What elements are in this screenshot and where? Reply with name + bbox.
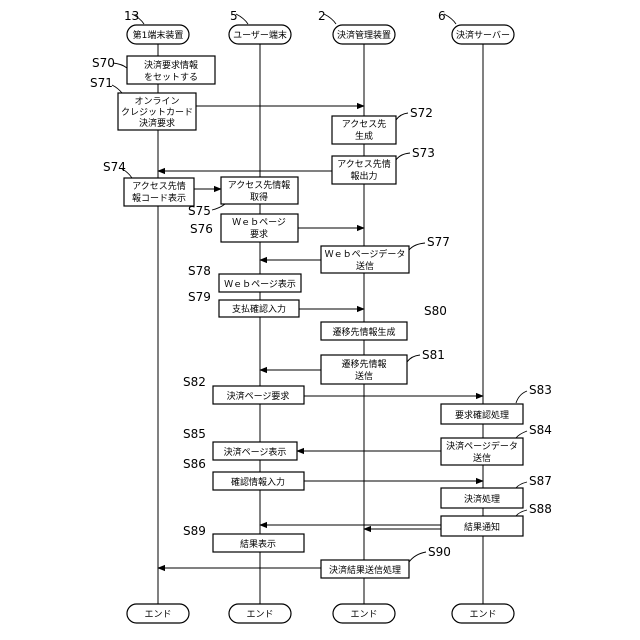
step-s75: アクセス先情報 取得 S75 (188, 177, 298, 218)
actor-label: ユーザー端末 (233, 29, 287, 41)
step-label: S70 (92, 56, 115, 70)
step-s81: 遷移先情報 送信 S81 (321, 348, 445, 384)
step-line: Ｗｅｂページデータ (325, 248, 406, 260)
step-label: S76 (190, 222, 213, 236)
step-line: 決済ページ表示 (224, 446, 287, 458)
step-line: Ｗｅｂページ表示 (224, 278, 296, 290)
step-line: 送信 (473, 452, 491, 464)
step-s84: 決済ページデータ 送信 S84 (441, 423, 552, 465)
step-line: アクセス先情 (337, 158, 391, 170)
end-payment-management: エンド (333, 604, 395, 623)
step-line: 決済処理 (464, 493, 500, 505)
end-label: エンド (246, 610, 273, 620)
actor-payment-server: 6 決済サーバー (438, 9, 514, 44)
step-s76: Ｗｅｂページ 要求 S76 (190, 214, 298, 242)
step-line: アクセス先 (342, 118, 387, 130)
end-payment-server: エンド (452, 604, 514, 623)
step-s82: 決済ページ要求 S82 (183, 375, 304, 404)
step-label: S77 (427, 235, 450, 249)
step-label: S85 (183, 427, 206, 441)
actor-label: 第1端末装置 (133, 29, 184, 41)
end-label: エンド (350, 610, 377, 620)
step-line: 生成 (355, 130, 373, 142)
step-line: 結果通知 (464, 521, 500, 533)
actor-user-terminal: 5 ユーザー端末 (229, 9, 291, 44)
step-label: S88 (529, 502, 552, 516)
step-label: S81 (422, 348, 445, 362)
step-label: S73 (412, 146, 435, 160)
step-label: S86 (183, 457, 206, 471)
end-label: エンド (144, 610, 171, 620)
step-s72: アクセス先 生成 S72 (332, 106, 433, 144)
step-line: Ｗｅｂページ (232, 217, 286, 228)
step-line: をセットする (144, 72, 198, 83)
step-label: S71 (90, 76, 113, 90)
step-label: S90 (428, 545, 451, 559)
step-s78: Ｗｅｂページ表示 S78 (188, 264, 301, 292)
actor-number: 6 (438, 9, 446, 23)
step-s83: 要求確認処理 S83 (441, 383, 552, 424)
actor-first-terminal: 13 第1端末装置 (124, 9, 189, 44)
step-line: 決済要求情報 (144, 59, 198, 71)
step-line: 遷移先情報 (341, 358, 386, 370)
step-line: 報コード表示 (132, 192, 186, 204)
step-line: 決済結果送信処理 (329, 564, 401, 576)
step-line: 遷移先情報生成 (332, 326, 395, 338)
actor-label: 決済管理装置 (337, 29, 391, 41)
step-line: 決済ページ要求 (227, 390, 290, 402)
end-first-terminal: エンド (127, 604, 189, 623)
step-s90: 決済結果送信処理 S90 (321, 545, 451, 578)
actor-number: 2 (318, 9, 326, 23)
step-line: 送信 (355, 370, 373, 382)
step-line: 決済要求 (139, 117, 175, 129)
step-line: 確認情報入力 (231, 476, 285, 488)
actor-label: 決済サーバー (456, 29, 510, 41)
actor-number: 5 (230, 9, 238, 23)
step-s74: アクセス先情 報コード表示 S74 (103, 160, 194, 206)
step-line: クレジットカード (121, 107, 193, 118)
step-label: S89 (183, 524, 206, 538)
step-line: 決済ページデータ (446, 440, 518, 452)
step-label: S87 (529, 474, 552, 488)
step-label: S78 (188, 264, 211, 278)
actor-number: 13 (124, 9, 139, 23)
step-label: S75 (188, 204, 211, 218)
step-s86: 確認情報入力 S86 (183, 457, 304, 490)
actor-payment-management: 2 決済管理装置 (318, 9, 395, 44)
step-s85: 決済ページ表示 S85 (183, 427, 297, 460)
step-line: オンライン (134, 96, 179, 107)
step-line: アクセス先情報 (228, 179, 291, 191)
step-label: S80 (424, 304, 447, 318)
step-label: S83 (529, 383, 552, 397)
step-s77: Ｗｅｂページデータ 送信 S77 (321, 235, 450, 273)
step-s89: 結果表示 S89 (183, 524, 304, 552)
step-label: S79 (188, 290, 211, 304)
step-line: 取得 (250, 191, 268, 203)
end-label: エンド (469, 610, 496, 620)
step-line: 要求 (250, 228, 268, 240)
step-line: 支払確認入力 (232, 303, 286, 315)
step-line: アクセス先情 (132, 180, 186, 192)
step-line: 結果表示 (240, 538, 276, 550)
step-s79: 支払確認入力 S79 (188, 290, 299, 317)
step-label: S74 (103, 160, 126, 174)
step-line: 要求確認処理 (455, 409, 509, 421)
step-line: 報出力 (350, 170, 377, 182)
step-label: S84 (529, 423, 552, 437)
step-s73: アクセス先情 報出力 S73 (332, 146, 435, 184)
step-label: S82 (183, 375, 206, 389)
end-user-terminal: エンド (229, 604, 291, 623)
step-label: S72 (410, 106, 433, 120)
step-line: 送信 (356, 260, 374, 272)
